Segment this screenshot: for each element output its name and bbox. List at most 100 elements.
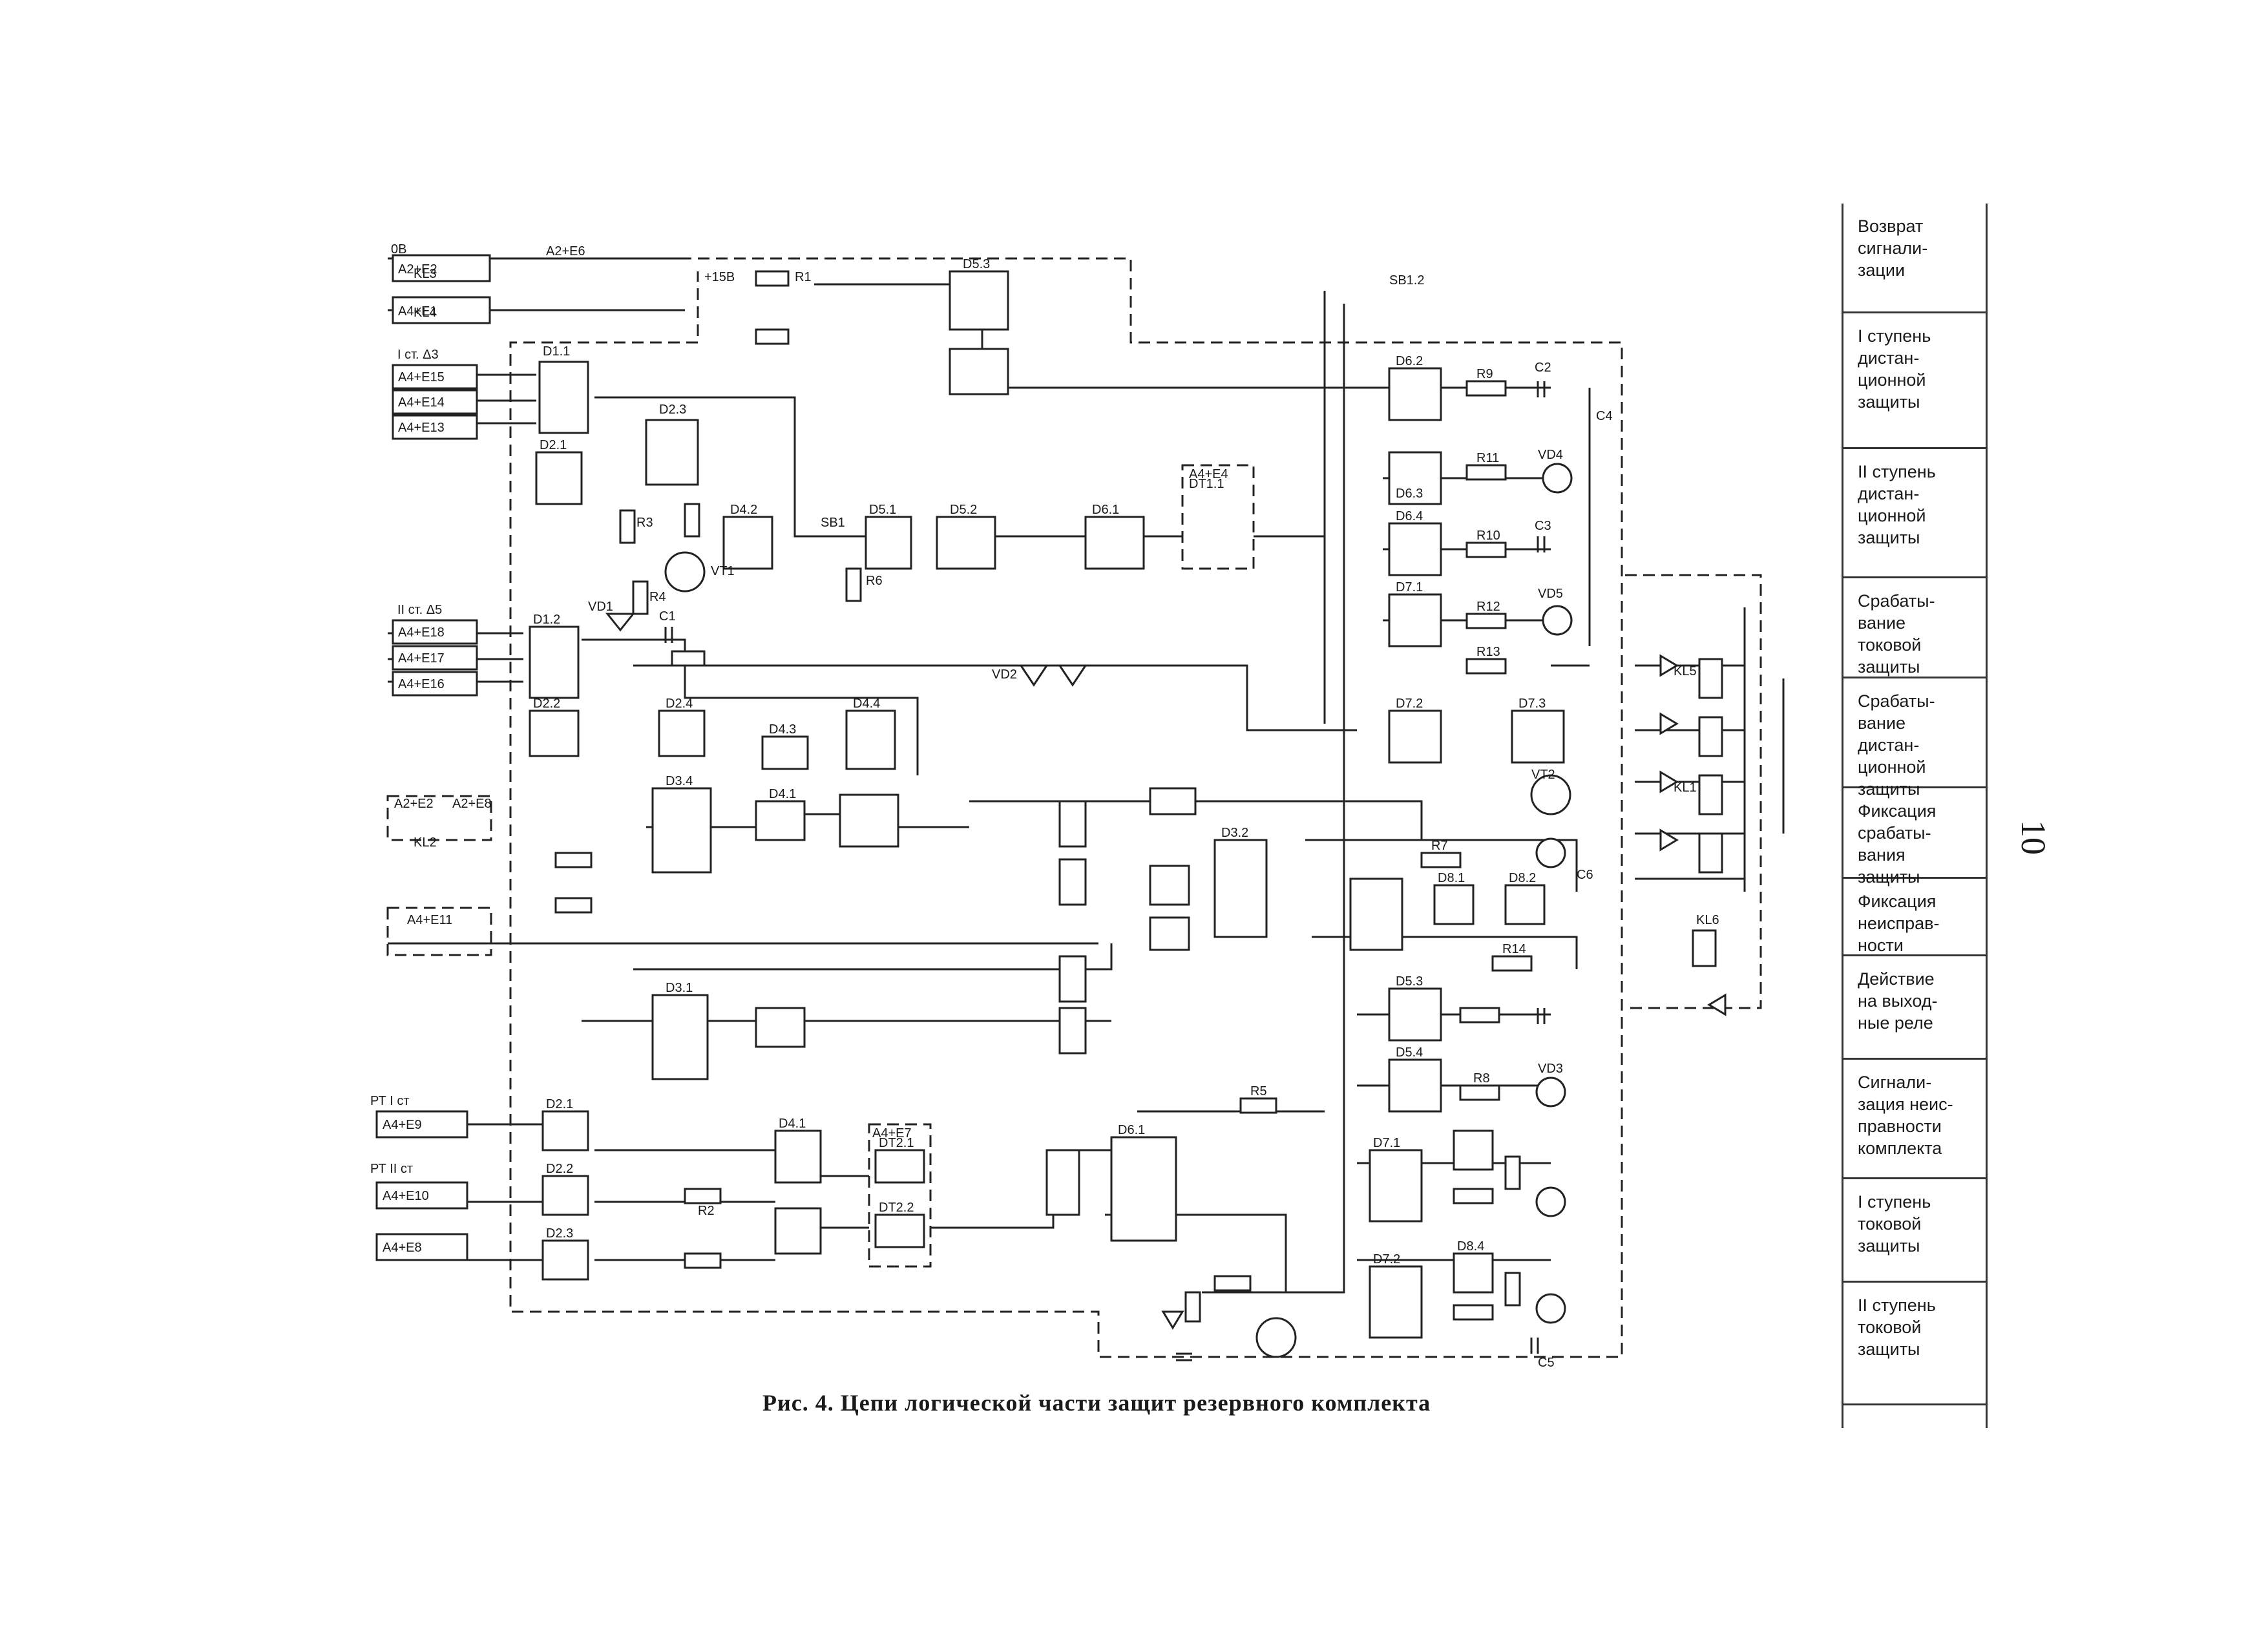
dashed-frame bbox=[386, 257, 1762, 1358]
gate-box bbox=[1453, 1252, 1494, 1294]
gate-box bbox=[1349, 877, 1403, 951]
label-vt1: VT1 bbox=[711, 564, 735, 578]
label-d41b: D4.1 bbox=[779, 1117, 806, 1131]
legend-item: Срабаты- вание дистан- ционной защиты bbox=[1843, 678, 1986, 799]
label-vd1: VD1 bbox=[588, 600, 613, 614]
gate-box bbox=[658, 709, 706, 757]
conn-9: А2+Е2 bbox=[394, 797, 434, 811]
label-d54: D5.4 bbox=[1396, 1045, 1423, 1060]
gate-box bbox=[645, 419, 699, 486]
label-d43: D4.3 bbox=[769, 722, 796, 737]
label-r8: R8 bbox=[1473, 1071, 1490, 1086]
legend-item: I ступень токовой защиты bbox=[1843, 1179, 1986, 1283]
label-dt11: DT1.1 bbox=[1189, 477, 1224, 491]
relay-coil bbox=[1692, 929, 1717, 967]
gate-box bbox=[1369, 1149, 1423, 1223]
label-kl5: KL5 bbox=[1674, 664, 1697, 678]
resistor bbox=[1465, 613, 1507, 629]
resistor bbox=[632, 580, 649, 615]
gate-box bbox=[1511, 709, 1565, 764]
gate-box bbox=[535, 451, 583, 505]
label-d22: D2.2 bbox=[533, 697, 560, 711]
resistor bbox=[1459, 1007, 1500, 1024]
legend-item: II ступень дистан- ционной защиты bbox=[1843, 449, 1986, 578]
connector-box bbox=[392, 645, 478, 671]
label-d61b: D6.1 bbox=[1118, 1123, 1145, 1137]
label-d53: D5.3 bbox=[963, 257, 990, 271]
connector-box bbox=[392, 364, 478, 390]
capacitors bbox=[664, 381, 1546, 1361]
gate-box bbox=[874, 1149, 925, 1184]
label-d72: D7.2 bbox=[1396, 697, 1423, 711]
gate-box bbox=[538, 361, 589, 434]
label-dt22: DT2.2 bbox=[879, 1201, 914, 1215]
label-vd2: VD2 bbox=[992, 667, 1017, 682]
legend-item: Сигнали- зация неис- правности комплекта bbox=[1843, 1060, 1986, 1179]
connector-box bbox=[375, 1110, 468, 1139]
label-d31: D3.1 bbox=[666, 981, 693, 995]
label-r3: R3 bbox=[636, 516, 653, 530]
label-d11: D1.1 bbox=[543, 344, 570, 359]
conn-13: А4+Е10 bbox=[383, 1189, 429, 1203]
led-vd4-b bbox=[1535, 1186, 1566, 1217]
resistor bbox=[671, 650, 706, 667]
gate-box bbox=[541, 1175, 589, 1216]
label-d82: D8.2 bbox=[1509, 871, 1536, 885]
legend-item: I ступень дистан- ционной защиты bbox=[1843, 313, 1986, 449]
label-d34: D3.4 bbox=[666, 774, 693, 788]
label-ic3: I ст. Δ3 bbox=[397, 348, 439, 362]
label-d41: D4.1 bbox=[769, 787, 796, 801]
resistor bbox=[554, 897, 593, 914]
resistor bbox=[1459, 1084, 1500, 1101]
label-d71: D7.1 bbox=[1396, 580, 1423, 594]
gate-box bbox=[1504, 884, 1546, 925]
label-r11: R11 bbox=[1476, 451, 1499, 465]
resistor bbox=[1465, 541, 1507, 558]
label-d73: D7.3 bbox=[1518, 697, 1546, 711]
page-number: 10 bbox=[2014, 820, 2053, 855]
relay-coil bbox=[1698, 832, 1723, 874]
connector-box bbox=[375, 1233, 468, 1261]
label-kl2: KL2 bbox=[414, 835, 437, 850]
gate-box bbox=[1213, 839, 1268, 938]
gate-box bbox=[1388, 451, 1442, 505]
resistor bbox=[1239, 1097, 1277, 1114]
resistor bbox=[619, 509, 636, 544]
conn-2: А2+Е6 bbox=[546, 244, 585, 258]
conn-15: А4+Е4 bbox=[1189, 467, 1228, 481]
label-ob: 0В bbox=[391, 242, 406, 257]
legend-item: Срабаты- вание токовой защиты bbox=[1843, 578, 1986, 678]
label-d44: D4.4 bbox=[853, 697, 880, 711]
label-r13: R13 bbox=[1476, 645, 1500, 659]
label-rt2: РТ II ст bbox=[370, 1162, 413, 1176]
gate-box bbox=[936, 516, 996, 570]
gate-box bbox=[1388, 367, 1442, 421]
label-sb12: SB1.2 bbox=[1389, 273, 1424, 288]
label-supply: +15В bbox=[704, 270, 735, 284]
label-d72b: D7.2 bbox=[1373, 1252, 1400, 1266]
resistor bbox=[1465, 380, 1507, 397]
relay-coil bbox=[1698, 658, 1723, 699]
resistor bbox=[1465, 658, 1507, 675]
gate-box bbox=[1433, 884, 1475, 925]
legend-item: Действие на выход- ные реле bbox=[1843, 956, 1986, 1060]
relay-coil bbox=[1698, 774, 1723, 815]
resistor bbox=[684, 1252, 722, 1269]
logic-gates bbox=[529, 270, 1565, 1339]
connector-box bbox=[375, 1181, 468, 1210]
label-d21: D2.1 bbox=[540, 438, 567, 452]
conn-6: А4+Е18 bbox=[398, 625, 445, 640]
led-vd3 bbox=[1535, 1077, 1566, 1108]
figure-caption: Рис. 4. Цепи логической части защит резе… bbox=[762, 1390, 1431, 1416]
gate-box bbox=[1058, 1007, 1087, 1055]
label-r10: R10 bbox=[1476, 529, 1500, 543]
label-c5: C5 bbox=[1538, 1356, 1555, 1370]
resistor bbox=[684, 1188, 722, 1204]
led-vd5 bbox=[1542, 605, 1573, 636]
components bbox=[375, 254, 1723, 1358]
wiring bbox=[388, 257, 1785, 1294]
relay-coil bbox=[1698, 716, 1723, 757]
conn-11: А4+Е11 bbox=[407, 913, 452, 927]
resistor bbox=[1213, 1275, 1252, 1292]
conn-1: А4+Е1 bbox=[398, 304, 437, 319]
